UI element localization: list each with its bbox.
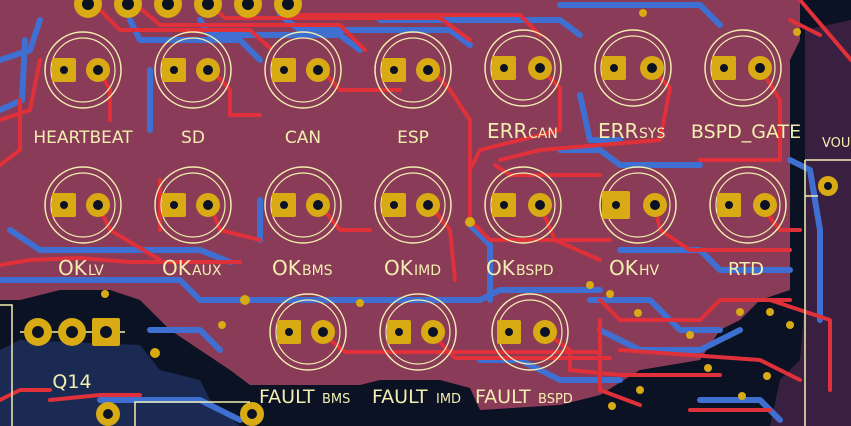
via-holes xyxy=(103,182,832,419)
transistor-footprint-q14[interactable] xyxy=(20,318,125,346)
label-ok-bspd: OK BSPD xyxy=(486,256,553,280)
label-ok-bms: OK BMS xyxy=(272,256,333,280)
led-footprint-ok-bms[interactable] xyxy=(264,166,342,244)
led-footprint-err-sys[interactable] xyxy=(594,29,672,107)
label-vout-partial: VOU xyxy=(822,136,850,151)
label-err-sys: ERR SYS xyxy=(598,119,665,143)
label-fault-bms: FAULT BMS xyxy=(259,386,350,408)
label-ok-hv-sub: HV xyxy=(639,263,660,279)
led-footprint-bspd-gate[interactable] xyxy=(704,29,782,107)
led-footprint-ok-aux[interactable] xyxy=(154,166,232,244)
led-footprint-ok-bspd[interactable] xyxy=(484,166,562,244)
label-ok-hv-main: OK xyxy=(609,256,639,280)
label-ok-imd: OK IMD xyxy=(384,256,441,280)
label-err-can-main: ERR xyxy=(487,119,528,143)
label-err-sys-main: ERR xyxy=(598,119,639,143)
led-footprint-ok-hv[interactable] xyxy=(599,166,677,244)
led-footprint-esp[interactable] xyxy=(374,31,452,109)
label-sd: SD xyxy=(181,128,205,148)
label-ok-bspd-sub: BSPD xyxy=(516,263,553,279)
label-err-can: ERR CAN xyxy=(487,119,558,143)
led-footprint-err-can[interactable] xyxy=(484,29,562,107)
label-ok-aux-sub: AUX xyxy=(192,263,222,279)
led-footprint-ok-imd[interactable] xyxy=(374,166,452,244)
copper-pour-lower-left xyxy=(0,340,240,426)
label-q14: Q14 xyxy=(52,371,91,393)
label-bspd-gate: BSPD_GATE xyxy=(691,121,801,143)
label-err-sys-sub: SYS xyxy=(639,126,665,142)
label-can: CAN xyxy=(285,128,321,148)
label-ok-aux-main: OK xyxy=(162,256,192,280)
led-footprint-rtd[interactable] xyxy=(709,166,787,244)
label-fault-bspd-sub: BSPD xyxy=(538,392,573,407)
label-ok-imd-sub: IMD xyxy=(414,263,441,279)
led-footprint-heartbeat[interactable] xyxy=(44,31,122,109)
led-footprint-can[interactable] xyxy=(264,31,342,109)
label-fault-bms-sub: BMS xyxy=(322,392,350,407)
label-rtd: RTD xyxy=(728,259,764,280)
label-ok-bms-main: OK xyxy=(272,256,302,280)
label-fault-bspd-main: FAULT xyxy=(475,386,531,408)
header-pins-top[interactable] xyxy=(74,0,302,18)
label-ok-bms-sub: BMS xyxy=(302,263,333,279)
blue-traces xyxy=(0,2,823,423)
label-fault-bms-main: FAULT xyxy=(259,386,315,408)
label-ok-lv: OK LV xyxy=(58,256,104,280)
led-footprint-sd[interactable] xyxy=(154,31,232,109)
label-heartbeat: HEARTBEAT xyxy=(33,128,133,148)
led-footprint-ok-lv[interactable] xyxy=(44,166,122,244)
led-footprint-fault-bms[interactable] xyxy=(269,293,347,371)
label-ok-aux: OK AUX xyxy=(162,256,222,280)
silkscreen-outlines xyxy=(0,159,851,426)
label-fault-bspd: FAULT BSPD xyxy=(475,386,573,408)
label-ok-bspd-main: OK xyxy=(486,256,516,280)
label-ok-hv: OK HV xyxy=(609,256,660,280)
label-ok-lv-main: OK xyxy=(58,256,88,280)
led-footprint-fault-bspd[interactable] xyxy=(491,293,569,371)
label-err-can-sub: CAN xyxy=(528,126,558,142)
label-fault-imd: FAULT IMD xyxy=(372,386,461,408)
label-fault-imd-sub: IMD xyxy=(436,392,461,407)
label-ok-lv-sub: LV xyxy=(88,263,104,279)
label-ok-imd-main: OK xyxy=(384,256,414,280)
label-fault-imd-main: FAULT xyxy=(372,386,428,408)
label-esp: ESP xyxy=(397,128,429,148)
led-footprint-fault-imd[interactable] xyxy=(379,293,457,371)
